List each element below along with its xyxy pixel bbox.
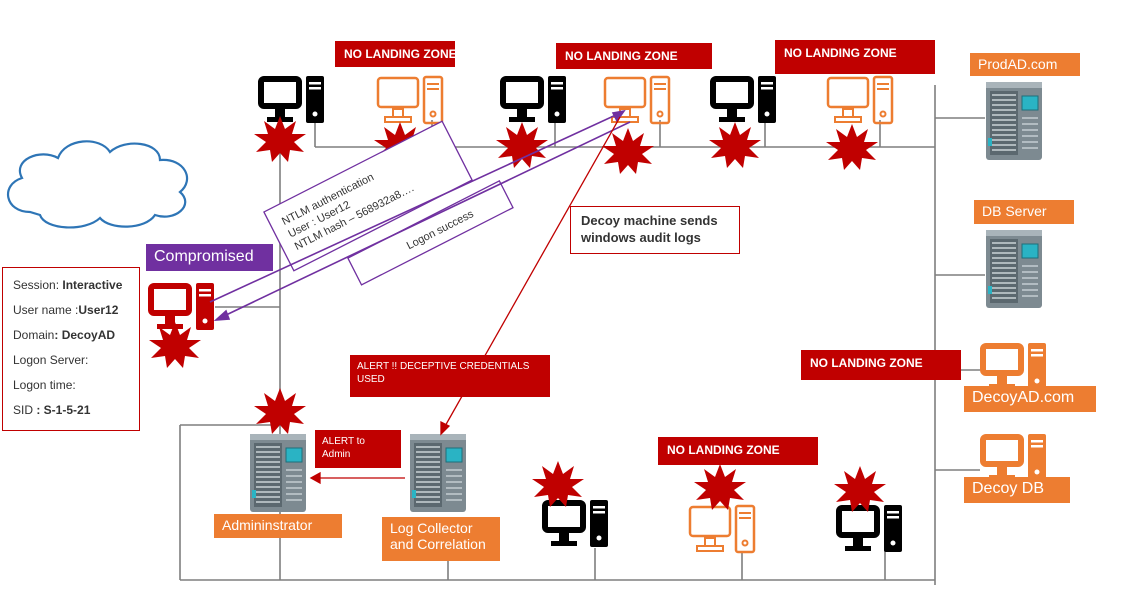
logon-server-row: Logon Server: bbox=[13, 353, 89, 367]
administrator-label: Admininstrator bbox=[214, 514, 342, 538]
sid-row: SID : S-1-5-21 bbox=[13, 403, 91, 417]
alert-admin-label: ALERT to Admin bbox=[315, 430, 401, 468]
server-rack-icon bbox=[985, 81, 1043, 161]
log-collector-label: Log Collector and Correlation bbox=[382, 517, 500, 561]
workstation-icon-red bbox=[151, 283, 214, 330]
workstation-icon-orange bbox=[983, 343, 1046, 390]
domain-row: Domain: DecoyAD bbox=[13, 328, 116, 342]
starburst-icon bbox=[694, 464, 746, 510]
ntlm-auth-box: NTLM authentication User : User12 NTLM h… bbox=[263, 120, 473, 272]
alert-deceptive-label: ALERT !! DECEPTIVE CREDENTIALS USED bbox=[350, 355, 550, 397]
workstation-icon-orange bbox=[826, 75, 894, 125]
server-rack-icon bbox=[409, 433, 467, 513]
workstation-icon-orange bbox=[376, 75, 444, 125]
no-landing-zone-label: NO LANDING ZONE bbox=[556, 43, 712, 69]
no-landing-zone-label: NO LANDING ZONE bbox=[801, 350, 961, 380]
session-row: Session: Interactive bbox=[13, 278, 123, 292]
starburst-icon bbox=[709, 122, 761, 168]
session-info-box: Session: Interactive User name :User12 D… bbox=[2, 267, 140, 431]
starburst-icon bbox=[826, 124, 878, 170]
workstation-icon-black bbox=[713, 76, 776, 123]
workstation-icon-orange bbox=[688, 504, 756, 554]
workstation-icon-orange bbox=[983, 434, 1046, 481]
auth-arrows bbox=[209, 109, 631, 321]
no-landing-zone-label: NO LANDING ZONE bbox=[775, 40, 935, 74]
workstation-icon-black bbox=[839, 505, 902, 552]
db-server-label: DB Server bbox=[974, 200, 1074, 224]
username-row: User name :User12 bbox=[13, 303, 119, 317]
no-landing-zone-label: NO LANDING ZONE bbox=[335, 41, 457, 67]
decoy-audit-callout: Decoy machine sends windows audit logs bbox=[570, 206, 740, 254]
starburst-icon bbox=[149, 322, 201, 368]
decoy-db-label: Decoy DB bbox=[964, 477, 1070, 503]
server-rack-icon bbox=[985, 229, 1043, 309]
server-rack-icon bbox=[249, 433, 307, 513]
starburst-icon bbox=[496, 122, 548, 168]
logon-time-row: Logon time: bbox=[13, 378, 76, 392]
decoy-ad-label: DecoyAD.com bbox=[964, 386, 1096, 412]
workstation-icon-black bbox=[503, 76, 566, 123]
workstation-icon-black bbox=[261, 76, 324, 123]
cloud-icon bbox=[6, 140, 189, 229]
prod-ad-label: ProdAD.com bbox=[970, 53, 1080, 76]
compromised-label: Compromised bbox=[146, 244, 273, 271]
workstation-icon-black bbox=[545, 500, 608, 547]
no-landing-zone-label: NO LANDING ZONE bbox=[658, 437, 818, 465]
